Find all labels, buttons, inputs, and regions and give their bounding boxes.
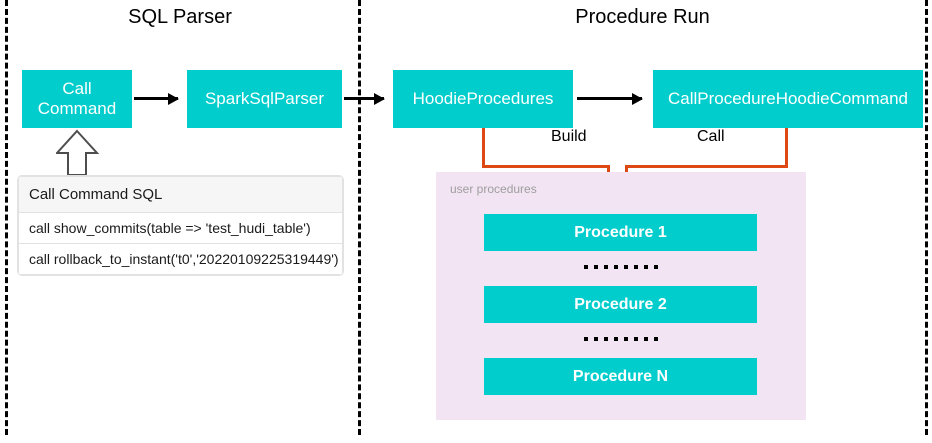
section-title-procedure-run: Procedure Run	[575, 6, 710, 28]
call-connector-vertical-right	[785, 128, 788, 168]
call-connector-horizontal	[625, 165, 788, 168]
procedure-item[interactable]: Procedure N	[484, 358, 757, 395]
separator-right-dashed-line	[925, 0, 928, 435]
separator-left-dashed-line	[5, 0, 8, 435]
node-call-command[interactable]: Call Command	[22, 70, 132, 128]
node-call-command-label-line1: Call	[62, 79, 92, 99]
arrow-spark-sql-parser-to-hoodie-procedures	[344, 92, 385, 105]
procedure-item[interactable]: Procedure 1	[484, 214, 757, 251]
sql-table-row: call rollback_to_instant('t0','202201092…	[18, 244, 343, 275]
section-title-sql-parser: SQL Parser	[128, 6, 232, 28]
sql-table-header: Call Command SQL	[18, 176, 343, 213]
arrow-hoodie-procedures-to-call-procedure-hoodie-command	[577, 92, 643, 105]
node-call-command-label: Call Command	[38, 79, 116, 118]
node-call-procedure-hoodie-command[interactable]: CallProcedureHoodieCommand	[653, 70, 923, 128]
build-connector-vertical-left	[482, 128, 485, 168]
user-procedures-panel-label: user procedures	[450, 182, 537, 196]
call-command-sql-table: Call Command SQL call show_commits(table…	[18, 176, 343, 275]
node-hoodie-procedures[interactable]: HoodieProcedures	[393, 70, 573, 128]
arrow-call-command-to-spark-sql-parser	[134, 92, 179, 105]
build-connector-label: Build	[546, 128, 592, 146]
hollow-up-arrow-icon	[56, 129, 100, 176]
node-spark-sql-parser[interactable]: SparkSqlParser	[187, 70, 342, 128]
separator-middle-dashed-line	[358, 0, 361, 435]
procedure-item[interactable]: Procedure 2	[484, 286, 757, 323]
ellipsis-dots	[484, 260, 757, 274]
node-call-command-label-line2: Command	[37, 99, 117, 118]
ellipsis-dots	[484, 332, 757, 346]
build-connector-horizontal	[482, 165, 610, 168]
call-connector-label: Call	[692, 128, 730, 146]
sql-table-row: call show_commits(table => 'test_hudi_ta…	[18, 213, 343, 244]
user-procedures-panel: user procedures Procedure 1 Procedure 2 …	[436, 172, 806, 420]
